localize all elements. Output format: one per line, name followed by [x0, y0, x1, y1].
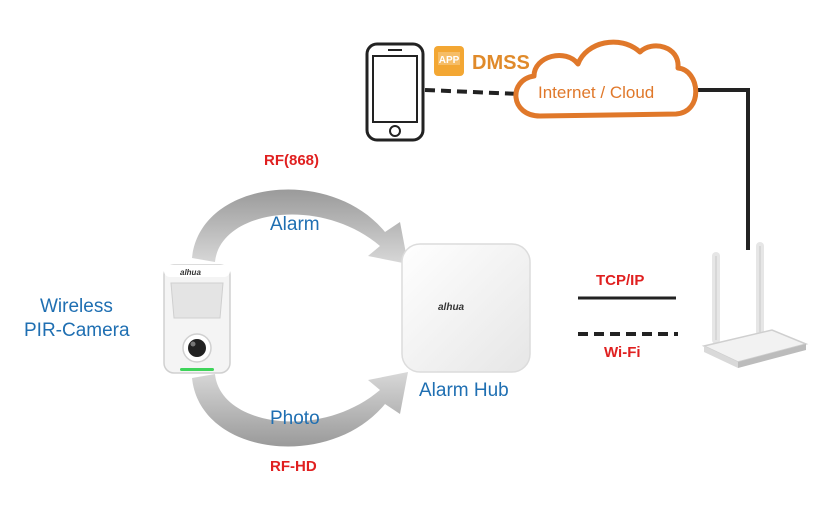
tcpip-label: TCP/IP	[596, 272, 645, 289]
cloud-icon	[513, 39, 699, 119]
cloud-router-line	[688, 88, 750, 250]
camera-label-line1: Wireless	[40, 296, 113, 317]
camera-logo: alhua	[180, 268, 201, 277]
pir-camera-icon	[163, 264, 231, 374]
hub-logo: alhua	[438, 302, 465, 313]
photo-label: Photo	[270, 408, 320, 429]
photo-arrow	[192, 372, 408, 447]
alarm-arrow	[192, 189, 408, 264]
cloud-label: Internet / Cloud	[538, 83, 655, 102]
phone-cloud-dashed-line	[424, 88, 521, 96]
rf-hd-label: RF-HD	[270, 458, 317, 475]
connection-lines	[424, 88, 750, 336]
app-icon	[434, 46, 464, 76]
dmss-label: DMSS	[472, 52, 530, 74]
hub-label: Alarm Hub	[419, 380, 509, 401]
wifi-label: Wi-Fi	[604, 344, 641, 361]
alarm-label: Alarm	[270, 214, 320, 235]
rf868-label: RF(868)	[264, 152, 320, 169]
app-badge-label: APP	[438, 55, 460, 66]
camera-label-line2: PIR-Camera	[24, 320, 130, 341]
router-icon	[701, 242, 809, 368]
smartphone-icon	[365, 42, 425, 142]
alarm-hub-icon	[401, 243, 531, 373]
